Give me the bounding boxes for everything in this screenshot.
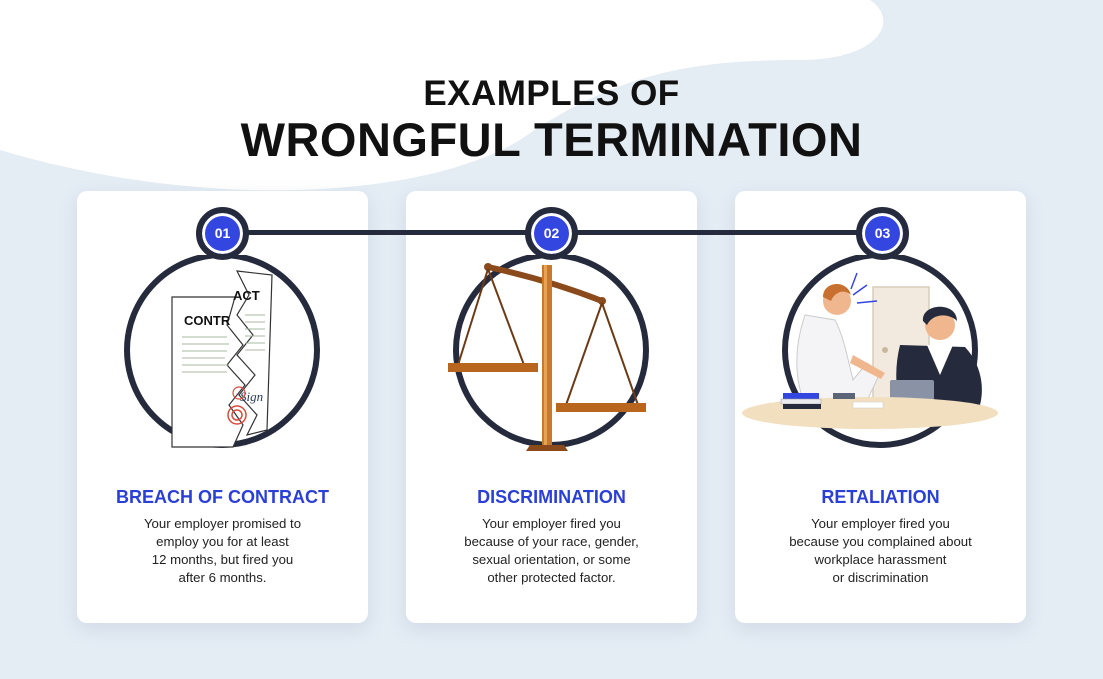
contract-text-left: CONTR (184, 313, 231, 328)
step-badge-01: 01 (196, 207, 249, 260)
title-line-2: WRONGFUL TERMINATION (240, 113, 863, 166)
step-badge-02: 02 (525, 207, 578, 260)
title-line-1: EXAMPLES OF (423, 74, 680, 113)
signature-text: Sign (240, 389, 263, 404)
description-line: after 6 months. (178, 570, 267, 585)
description-line: Your employer fired you (482, 516, 621, 531)
scale-of-justice-illustration (448, 255, 649, 451)
office-retaliation-illustration (742, 255, 998, 448)
description-line: Your employer promised to (143, 516, 302, 531)
contract-text-right: ACT (233, 288, 260, 303)
description-line: 12 months, but fired you (151, 552, 294, 567)
description-line: employ you for at least (156, 534, 289, 549)
description-line: Your employer fired you (811, 516, 950, 531)
card-title-discrimination: DISCRIMINATION (477, 487, 626, 507)
description-line: workplace harassment (814, 552, 947, 567)
card-title-breach-of-contract: BREACH OF CONTRACT (116, 487, 329, 507)
description-line: other protected factor. (487, 570, 616, 585)
description-line: or discrimination (832, 570, 929, 585)
torn-contract-illustration: CONTR ACT Sign (124, 255, 320, 448)
card-title-retaliation: RETALIATION (821, 487, 940, 507)
card-description-discrimination: Your employer fired you because of your … (406, 515, 697, 587)
card-description-retaliation: Your employer fired you because you comp… (735, 515, 1026, 587)
description-line: because you complained about (789, 534, 972, 549)
card-description-breach-of-contract: Your employer promised to employ you for… (77, 515, 368, 587)
description-line: sexual orientation, or some (472, 552, 631, 567)
description-line: because of your race, gender, (464, 534, 639, 549)
step-badge-03: 03 (856, 207, 909, 260)
